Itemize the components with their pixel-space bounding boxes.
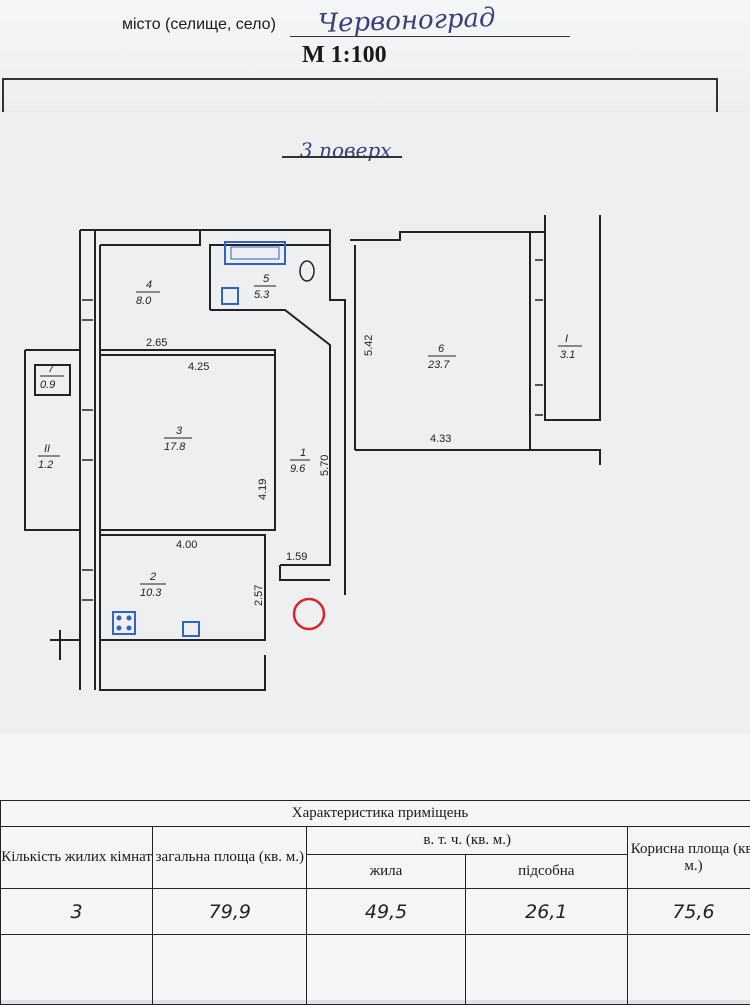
room-area: 3.1 [560,349,575,361]
room-number: II [44,443,50,455]
col-useful-header: Корисна площа (кв. м.) [627,827,750,889]
stove-burner-icon [117,616,122,621]
cell-useful: 75,6 [627,889,750,935]
room-area: 23.7 [427,359,450,371]
boiler-icon [222,288,238,304]
room-area: 9.6 [290,463,306,475]
dimension: 4.00 [176,539,197,551]
dimension: 5.42 [363,335,375,356]
dimension: 5.70 [319,455,331,476]
red-circle-mark [294,599,324,629]
room-area: 8.0 [136,295,152,307]
cell-living: 49,5 [307,889,465,935]
room-number: 1 [300,447,306,459]
radiator-icon [183,622,199,636]
room-number: 3 [176,425,183,437]
col-living-header: жила [307,855,465,889]
stove-burner-icon [117,626,122,631]
dimension: 4.25 [188,361,209,373]
room-area: 10.3 [140,587,162,599]
col-rooms-header: Кількість жилих кімнат [1,827,153,889]
cell-rooms: 3 [1,889,153,935]
room-number: I [565,333,568,345]
stove-burner-icon [127,616,132,621]
room-area: 0.9 [40,379,55,391]
room-number: 7 [48,363,55,375]
room-area: 17.8 [164,441,186,453]
dimension: 2.65 [146,337,167,349]
stove-icon [113,612,135,634]
dimension: 1.59 [286,551,307,563]
col-aux-header: підсобна [465,855,627,889]
plan-walls [25,215,600,690]
toilet-icon [300,261,314,281]
dimension: 2.57 [253,585,265,606]
stove-burner-icon [127,626,132,631]
room-characteristics-table: Характеристика приміщень Кількість жилих… [0,800,750,1005]
room-labels: 4 8.0 5 5.3 3 17.8 1 9.6 2 10.3 6 23.7 7… [38,273,582,599]
col-total-header: загальна площа (кв. м.) [153,827,307,889]
cell-total: 79,9 [153,889,307,935]
room-number: 4 [146,279,152,291]
dimension: 4.19 [257,479,269,500]
room-area: 5.3 [254,289,270,301]
cell-aux: 26,1 [465,889,627,935]
table-title: Характеристика приміщень [1,801,750,827]
room-area: 1.2 [38,459,53,471]
room-number: 5 [263,273,270,285]
col-incl-header: в. т. ч. (кв. м.) [307,827,628,855]
bathtub-inner [231,247,279,259]
dimension: 4.33 [430,433,451,445]
floor-plan: 4 8.0 5 5.3 3 17.8 1 9.6 2 10.3 6 23.7 7… [0,0,750,740]
window-marks [82,260,543,600]
room-number: 6 [438,343,445,355]
room-number: 2 [149,571,156,583]
